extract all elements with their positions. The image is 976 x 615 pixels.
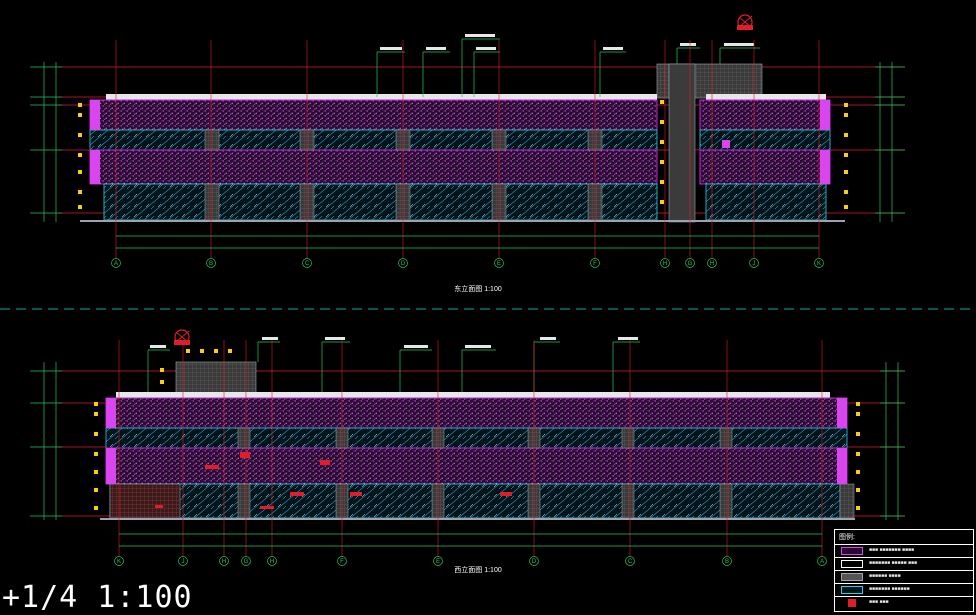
axis-bubble: F — [590, 258, 600, 268]
svg-text:J: J — [753, 261, 756, 267]
axis-bubble: G — [241, 556, 251, 566]
lower-red-annotations — [155, 452, 512, 509]
red-fill-swatch — [848, 599, 856, 607]
upper-roof-emblem — [737, 14, 753, 30]
axis-bubble: C — [625, 556, 635, 566]
svg-text:H: H — [222, 559, 226, 565]
lower-ground-glazing — [109, 483, 841, 519]
upper-facade-band-3f-right — [699, 99, 831, 131]
command-line-scale[interactable]: +1/4 1:100 — [2, 580, 193, 615]
svg-text:J: J — [182, 559, 185, 565]
axis-bubble: C — [302, 258, 312, 268]
svg-text:H: H — [710, 261, 714, 267]
legend-item: ■■■■■■ ■■■■ — [835, 570, 973, 583]
svg-text:D: D — [401, 261, 406, 267]
lower-axis-lines — [118, 340, 823, 556]
axis-bubble: G — [685, 258, 695, 268]
upper-dimension-ladders — [30, 62, 905, 222]
axis-bubble: A — [817, 556, 827, 566]
upper-ground-glazing — [103, 183, 658, 221]
lower-parapet — [116, 392, 830, 398]
axis-bubble: H — [219, 556, 229, 566]
svg-text:A: A — [820, 559, 824, 565]
upper-ground-glazing-right — [705, 183, 827, 221]
svg-text:F: F — [593, 261, 597, 267]
axis-bubble: F — [337, 556, 347, 566]
svg-text:K: K — [117, 559, 121, 565]
axis-bubble: J — [178, 556, 188, 566]
parapet-left — [106, 94, 657, 100]
svg-text:H: H — [270, 559, 274, 565]
axis-bubble: D — [529, 556, 539, 566]
axis-bubble: B — [206, 258, 216, 268]
lower-facade-band-2f — [105, 447, 848, 485]
legend-box: 图例: ■■■ ■■■■■■■ ■■■■ ■■■■■■■ ■■■■■ ■■■ ■… — [834, 529, 974, 612]
legend-item: ■■■ ■■■ — [835, 596, 973, 609]
lower-bottom-dimensions — [119, 533, 822, 547]
lower-dimension-ladders — [30, 362, 905, 520]
legend-item: ■■■■■■■ ■■■■■■ — [835, 583, 973, 596]
svg-text:E: E — [497, 261, 501, 267]
axis-bubble: K — [114, 556, 124, 566]
upper-facade-band-2f-right — [699, 149, 831, 185]
upper-callout-leaders — [376, 38, 760, 97]
svg-text:G: G — [688, 261, 693, 267]
svg-text:C: C — [305, 261, 310, 267]
lower-elevation-title: 西立面图 1:100 — [454, 565, 502, 574]
parapet-right — [706, 94, 826, 100]
axis-bubble: A — [111, 258, 121, 268]
legend-item: ■■■■■■■ ■■■■■ ■■■ — [835, 557, 973, 570]
upper-bottom-dimensions — [116, 235, 819, 249]
upper-glass-band-2f — [89, 129, 658, 151]
lower-stair-cladding — [109, 483, 181, 519]
axis-bubble: J — [749, 258, 759, 268]
svg-text:K: K — [817, 261, 821, 267]
gray-fill-swatch — [841, 573, 863, 581]
upper-elevation — [30, 14, 905, 258]
stair-core — [668, 63, 696, 223]
lower-roof-penthouse — [175, 361, 257, 397]
legend-title: 图例: — [839, 534, 855, 541]
axis-bubble: H — [707, 258, 717, 268]
lower-callout-texts — [150, 337, 638, 348]
white-outline-swatch — [841, 560, 863, 568]
axis-bubble: E — [433, 556, 443, 566]
upper-glass-band-2f-right — [699, 129, 831, 151]
svg-text:A: A — [114, 261, 118, 267]
upper-axis-lines — [115, 40, 820, 258]
svg-text:D: D — [532, 559, 537, 565]
axis-bubble: K — [814, 258, 824, 268]
axis-bubble: D — [398, 258, 408, 268]
lower-level-tags — [94, 349, 860, 510]
lower-facade-band-3f — [105, 397, 848, 429]
axis-bubble: E — [494, 258, 504, 268]
svg-text:B: B — [209, 261, 213, 267]
lower-glass-band-2f — [105, 427, 848, 449]
upper-facade-band-2f — [89, 149, 658, 185]
lower-elevation — [30, 329, 905, 556]
lower-roof-emblem — [174, 329, 190, 345]
upper-callout-texts — [380, 34, 754, 50]
lower-axis-bubbles: K J H G H F E D — [114, 556, 827, 566]
svg-text:E: E — [436, 559, 440, 565]
svg-text:C: C — [628, 559, 633, 565]
svg-text:F: F — [340, 559, 344, 565]
lower-piers — [237, 427, 733, 519]
purple-panel-swatch — [841, 547, 863, 555]
upper-level-tags — [78, 100, 848, 209]
upper-axis-bubbles: A B C D E F H G — [111, 258, 824, 268]
svg-text:G: G — [244, 559, 249, 565]
cyan-glass-swatch — [841, 586, 863, 594]
upper-facade-band-3f — [89, 99, 658, 131]
axis-bubble: H — [660, 258, 670, 268]
svg-text:H: H — [663, 261, 667, 267]
axis-bubble: B — [722, 556, 732, 566]
upper-elevation-title: 东立面图 1:100 — [454, 284, 502, 293]
svg-text:B: B — [725, 559, 729, 565]
legend-item: ■■■ ■■■■■■■ ■■■■ — [835, 544, 973, 557]
axis-bubble: H — [267, 556, 277, 566]
